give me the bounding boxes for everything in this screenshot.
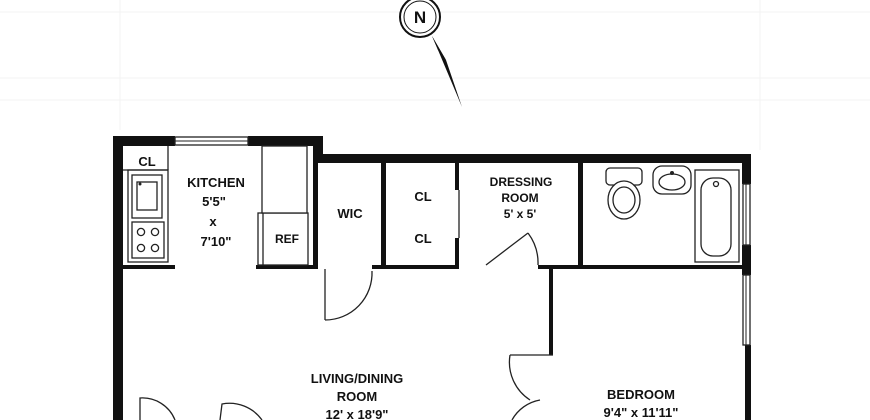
toilet-icon xyxy=(605,167,643,220)
closet-lower-label: CL xyxy=(414,231,431,246)
living-name-2: ROOM xyxy=(337,389,377,404)
bathtub-icon xyxy=(694,169,740,263)
bedroom-name: BEDROOM xyxy=(607,387,675,402)
room-labels: CL KITCHEN 5'5" x 7'10" REF WIC CL CL DR… xyxy=(138,154,678,420)
kitchen-width: 5'5" xyxy=(202,194,226,209)
dressing-name-1: DRESSING xyxy=(490,175,553,189)
ref-label: REF xyxy=(275,232,299,246)
doors xyxy=(139,190,553,420)
kitchen-name: KITCHEN xyxy=(187,175,245,190)
living-name-1: LIVING/DINING xyxy=(311,371,403,386)
dressing-name-2: ROOM xyxy=(501,191,538,205)
bathroom-fixtures xyxy=(605,165,740,263)
wic-label: WIC xyxy=(337,206,363,221)
bedroom-dims: 9'4" x 11'11" xyxy=(604,405,679,420)
north-arrow-icon: N xyxy=(399,0,462,107)
interior-walls xyxy=(123,163,746,355)
kitchen-closet-label: CL xyxy=(138,154,155,169)
compass-letter: N xyxy=(414,8,426,27)
kitchen-fixtures xyxy=(123,145,309,266)
living-dims: 12' x 18'9" xyxy=(326,407,389,420)
refrigerator-icon xyxy=(257,212,309,266)
stove-icon xyxy=(131,221,165,259)
bathroom-sink-icon xyxy=(652,165,692,195)
kitchen-dim-x: x xyxy=(209,214,217,229)
kitchen-height: 7'10" xyxy=(201,234,232,249)
walls xyxy=(113,136,751,420)
closet-upper-label: CL xyxy=(414,189,431,204)
dressing-dims: 5' x 5' xyxy=(504,207,537,221)
